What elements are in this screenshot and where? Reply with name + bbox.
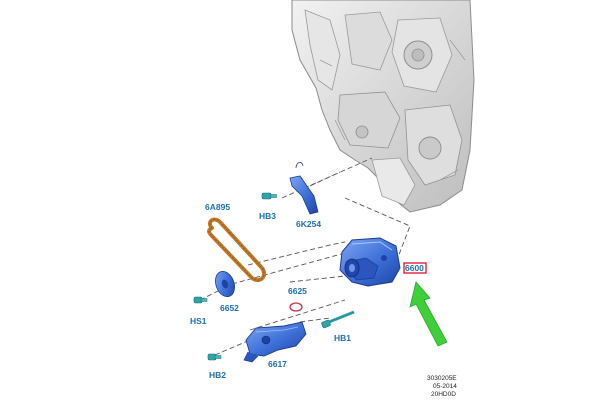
- reference-code: 3030205E: [427, 375, 457, 382]
- oil-pump-assembly: [339, 237, 401, 287]
- bolt-hb2: [207, 353, 222, 361]
- green-arrow: [409, 281, 448, 347]
- bolt-hs1: [193, 296, 208, 304]
- o-ring-part: [289, 302, 303, 312]
- callout-6617: 6617: [268, 359, 287, 369]
- bolt-hb1: [321, 310, 355, 329]
- pump-housing-part: [243, 321, 307, 363]
- callout-6a895: 6A895: [205, 202, 230, 212]
- timing-chain: [207, 217, 267, 283]
- callout-hb3: HB3: [259, 211, 276, 221]
- chain-guide-part: [289, 162, 319, 215]
- callout-hb2: HB2: [209, 370, 226, 380]
- callout-hb1: HB1: [334, 333, 351, 343]
- callout-6600: 6600: [405, 263, 424, 273]
- callout-6625: 6625: [288, 286, 307, 296]
- callout-6k254: 6K254: [296, 219, 321, 229]
- reference-id: 20HD0D: [431, 391, 456, 398]
- sprocket-part: [215, 271, 235, 297]
- callout-6652: 6652: [220, 303, 239, 313]
- bolt-hb3: [261, 192, 277, 200]
- callout-hs1: HS1: [190, 316, 207, 326]
- reference-block: 3030205E 05-2014 20HD0D: [427, 375, 457, 398]
- reference-date: 05-2014: [433, 383, 457, 390]
- callout-6600-highlight: [403, 262, 427, 274]
- engine-block: [291, 0, 475, 213]
